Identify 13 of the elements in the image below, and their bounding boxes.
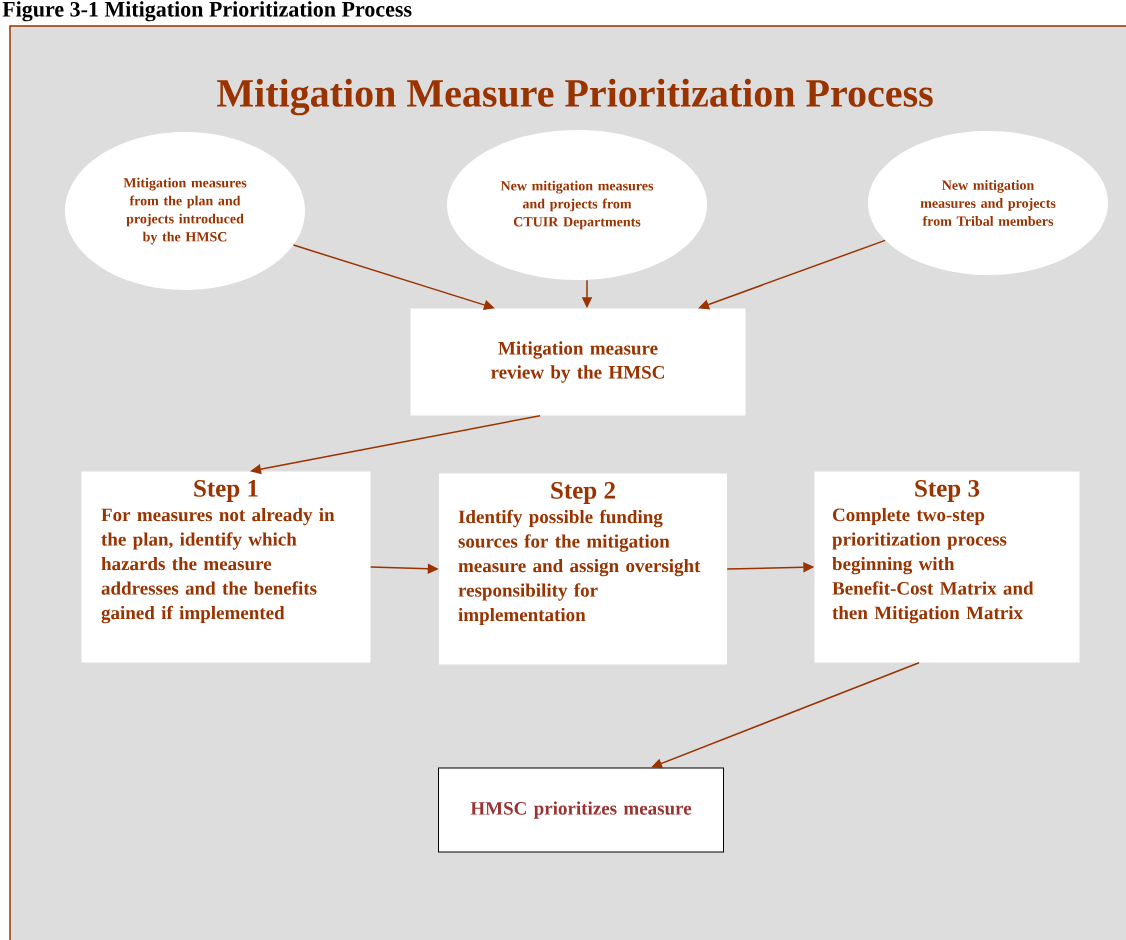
oval-node: New mitigation measures and projects from CTUIR Departments [447, 130, 707, 280]
process-box: Mitigation measure review by the HMSC [410, 308, 746, 416]
figure-heading: Figure 3-1 Mitigation Prioritization Process [2, 1, 412, 22]
step-box: Step 2 Identify possible funding sources for the mitigation measure and assign oversight responsibility for implementation [439, 473, 727, 665]
oval-node: New mitigation measures and projects from Tribal members [868, 131, 1108, 275]
arrow [651, 661, 920, 769]
arrow [292, 244, 495, 310]
arrow [698, 239, 886, 310]
title: Mitigation Measure Prioritization Process [217, 78, 933, 116]
step-box: Step 3 Complete two-step prioritization process beginning with Benefit-Cost Matrix and then Mitigation Matrix [814, 471, 1080, 663]
oval-node: Mitigation measures from the plan and projects introduced by the HMSC [65, 132, 305, 290]
step-box: Step 1 For measures not already in the plan, identify which hazards the measure addresses and the benefits gained if implemented [81, 471, 371, 663]
process-box: HMSC prioritizes measure [438, 767, 724, 853]
